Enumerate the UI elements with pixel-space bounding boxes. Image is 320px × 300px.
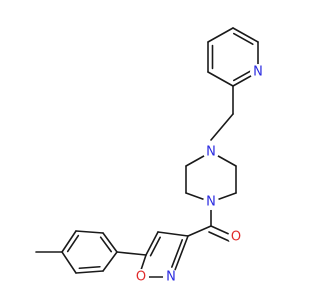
pyridine-ring-bond-0: [232, 27, 259, 43]
isoxazole-n2-c3: [174, 235, 189, 271]
atom-o-carbonyl: O: [228, 229, 244, 245]
atom-o-isoxazole-label: O: [136, 270, 146, 285]
isoxazole-c5-o1: [140, 254, 147, 271]
atom-label-layer: N N N O N O: [133, 64, 266, 285]
isoxazole-n2-c3-inner: [171, 239, 184, 268]
tolyl-ring-bond-3: [61, 251, 77, 274]
tolyl-ring-bond-1: [75, 230, 104, 234]
isoxazole-c3-c4: [157, 231, 189, 237]
atom-o-isoxazole: O: [133, 269, 149, 285]
molecule-figure: N N N O N O: [35, 27, 266, 285]
atom-n-pyridine-label: N: [253, 65, 263, 80]
aryl-bond: [116, 251, 147, 256]
pyridine-ring-bond-0-inner: [232, 32, 254, 46]
atom-o-carbonyl-label: O: [231, 230, 241, 245]
tolyl-ring-bond-2-inner: [66, 234, 80, 253]
carbonyl-to-ring-bond: [187, 225, 212, 237]
tolyl-ring-bond-2: [61, 230, 77, 253]
carbonyl-bond-double: [208, 231, 230, 242]
isoxazole-c4-c5: [145, 231, 159, 256]
atom-n-isoxazole: N: [163, 269, 179, 285]
pyridine-ring-bond-5: [207, 27, 234, 43]
tolyl-ring-bond-5: [102, 251, 118, 272]
atom-n-piperazine-bottom: N: [203, 194, 219, 210]
linker-bond-2: [210, 113, 234, 141]
atom-n-piperazine-top: N: [203, 144, 219, 160]
atom-n-isoxazole-label: N: [166, 270, 176, 285]
isoxazole-c4-c5-inner: [149, 236, 161, 257]
tolyl-ring-bond-4: [75, 270, 104, 274]
tolyl-ring-bond-4-inner: [78, 265, 101, 270]
pyridine-ring-bond-2-inner: [232, 68, 254, 82]
atom-n-pyridine: N: [250, 64, 266, 80]
tolyl-ring-bond-0-inner: [99, 236, 113, 253]
pyridine-ring-bond-3: [207, 71, 234, 87]
atom-n-piperazine-bottom-label: N: [206, 195, 216, 210]
atom-n-piperazine-top-label: N: [206, 145, 216, 160]
bond-layer: [35, 27, 259, 278]
tolyl-ring-bond-0: [102, 232, 118, 253]
molecule-structure: N N N O N O: [35, 27, 266, 285]
carbonyl-bond: [210, 225, 232, 236]
